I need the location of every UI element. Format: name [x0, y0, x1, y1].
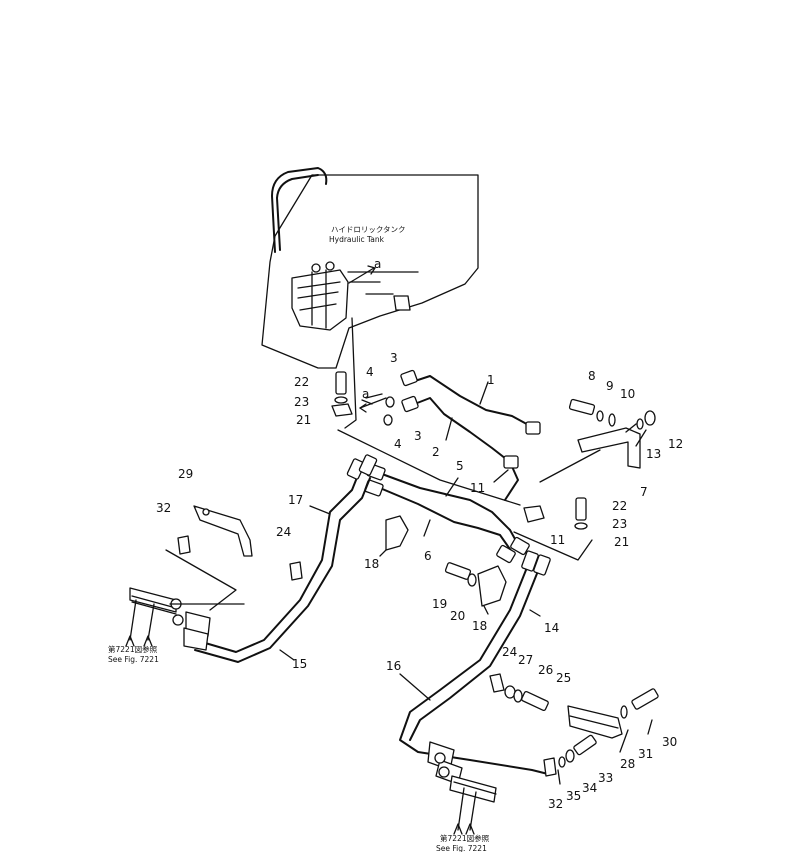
callout-22-upper: 22	[294, 375, 309, 389]
callout-15: 15	[292, 657, 307, 671]
callout-23-upper: 23	[294, 395, 309, 409]
callout-22-lower: 22	[612, 499, 627, 513]
callout-23-lower: 23	[612, 517, 627, 531]
callout-6: 6	[424, 549, 432, 563]
callout-7: 7	[640, 485, 648, 499]
clamp-21-upper	[331, 403, 353, 417]
tank-drain-pipe	[344, 317, 357, 429]
callout-32-left: 32	[156, 501, 171, 515]
ref-left-jp: 第7221図参照	[108, 644, 158, 654]
clamp-24	[289, 561, 505, 693]
callout-35: 35	[566, 789, 581, 803]
bracket-18-upper	[385, 515, 409, 551]
callout-numbers: 1 2 3 3 4 4 5 6 7 8 9 10 11 11 12 13 14 …	[156, 351, 683, 811]
hydraulic-tank: ハイドロリックタンク Hydraulic Tank	[261, 167, 479, 369]
callout-4-lower: 4	[394, 437, 402, 451]
guide-line	[337, 429, 521, 506]
callout-24-right: 24	[502, 645, 517, 659]
callout-10: 10	[620, 387, 635, 401]
view-mark-a-lower-group: a	[359, 387, 387, 413]
callout-5: 5	[456, 459, 464, 473]
view-mark-a-lower: a	[362, 387, 369, 401]
bolts-and-washers	[334, 371, 659, 768]
view-mark-a-upper: a	[374, 257, 381, 271]
clamp-11	[523, 505, 545, 523]
callout-30: 30	[662, 735, 677, 749]
pipe-14-16	[399, 550, 551, 785]
leader-lines	[165, 381, 653, 785]
callout-28: 28	[620, 757, 635, 771]
callout-9: 9	[606, 379, 614, 393]
callout-21-upper: 21	[296, 413, 311, 427]
callout-2: 2	[432, 445, 440, 459]
tank-label-jp: ハイドロリックタンク	[331, 225, 406, 234]
callout-3-lower: 3	[414, 429, 422, 443]
ref-left-en: See Fig. 7221	[108, 655, 159, 664]
callout-19: 19	[432, 597, 447, 611]
callout-14: 14	[544, 621, 559, 635]
callout-16: 16	[386, 659, 401, 673]
callout-34: 34	[582, 781, 597, 795]
callout-4-upper: 4	[366, 365, 374, 379]
callout-13: 13	[646, 447, 661, 461]
callout-26: 26	[538, 663, 553, 677]
bottom-fitting-block: 第7221図参照 See Fig. 7221	[434, 752, 497, 853]
tank-label-en: Hydraulic Tank	[329, 235, 385, 244]
callout-31: 31	[638, 747, 653, 761]
callout-12: 12	[668, 437, 683, 451]
callout-18-upper: 18	[364, 557, 379, 571]
left-fitting-block: 第7221図参照 See Fig. 7221	[108, 587, 245, 664]
callout-27: 27	[518, 653, 533, 667]
ref-bottom-jp: 第7221図参照	[440, 833, 490, 843]
pipe-15-17	[183, 454, 378, 663]
callout-3-upper: 3	[390, 351, 398, 365]
bracket-28	[567, 705, 623, 739]
bracket-18-lower	[477, 565, 507, 607]
callout-29: 29	[178, 467, 193, 481]
callout-17: 17	[288, 493, 303, 507]
bracket-7	[539, 427, 641, 483]
callout-11-lower: 11	[550, 533, 565, 547]
hose-assembly-1	[400, 369, 541, 501]
hose-assembly-5-6	[364, 463, 530, 564]
callout-25: 25	[556, 671, 571, 685]
callout-20: 20	[450, 609, 465, 623]
callout-21-lower: 21	[614, 535, 629, 549]
bracket-29	[193, 505, 253, 557]
callout-11-upper: 11	[470, 481, 485, 495]
callout-18-lower: 18	[472, 619, 487, 633]
ref-bottom-en: See Fig. 7221	[436, 844, 487, 852]
callout-1: 1	[487, 373, 495, 387]
callout-8: 8	[588, 369, 596, 383]
callout-33: 33	[598, 771, 613, 785]
callout-24-left: 24	[276, 525, 291, 539]
control-valve: a	[291, 257, 381, 331]
clamp-32	[177, 535, 557, 777]
callout-32-bottom: 32	[548, 797, 563, 811]
